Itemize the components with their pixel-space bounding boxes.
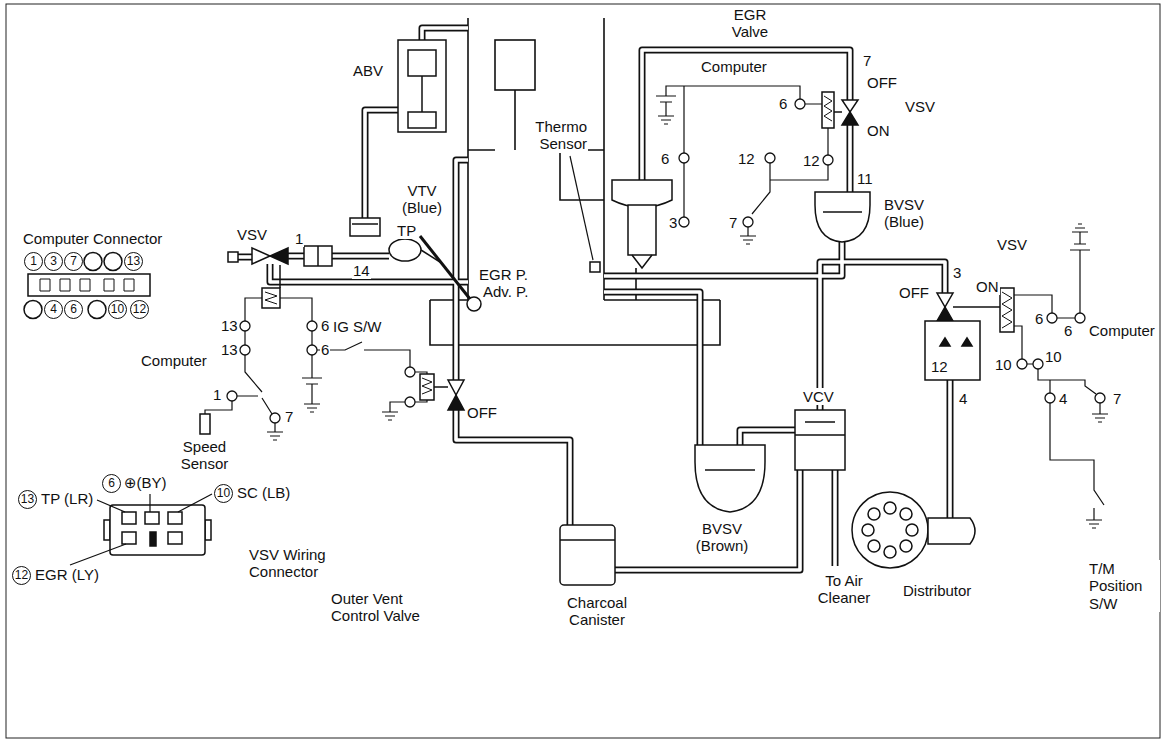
pin-number: 3 <box>44 252 63 271</box>
part-label: Distributor <box>902 582 972 599</box>
part-label: VSV <box>236 226 268 243</box>
pin-number: 7 <box>284 408 294 425</box>
part-label: Computer Connector <box>22 230 163 247</box>
pin-number: 4 <box>1058 390 1068 407</box>
pin-number: 6 <box>1034 310 1044 327</box>
part-label: ⊕(BY) <box>123 474 168 491</box>
part-label: T/M Position S/W <box>1088 560 1160 612</box>
part-label: Speed Sensor <box>176 438 233 473</box>
pin-number: 4 <box>44 300 63 319</box>
pin-number: 6 <box>102 474 121 493</box>
pin-number: 10 <box>994 356 1013 373</box>
carburetor-engine <box>430 18 720 345</box>
vacuum-hose-inner <box>238 28 950 570</box>
pin-number: 7 <box>64 252 83 271</box>
part-label: To Air Cleaner <box>812 572 876 607</box>
pin-number: 13 <box>18 490 37 509</box>
pin-number: 10 <box>1044 348 1063 365</box>
components <box>24 40 1014 585</box>
part-label: EGR P. <box>478 266 529 283</box>
part-label: Thermo Sensor <box>520 118 588 153</box>
part-label: OFF <box>466 404 498 421</box>
part-label: VSV <box>904 98 936 115</box>
part-label: TP (LR) <box>40 490 94 507</box>
part-label: Computer <box>1088 322 1156 339</box>
part-label: Computer <box>700 58 768 75</box>
part-label: EGR Valve <box>722 6 778 41</box>
pin-number: 7 <box>728 214 738 231</box>
pin-number: 12 <box>802 152 821 169</box>
pin-number: 6 <box>778 95 788 112</box>
part-label: ABV <box>352 62 384 79</box>
pin-number: 7 <box>1112 390 1122 407</box>
terminal-circles <box>227 99 1105 423</box>
part-label: VCV <box>802 388 835 405</box>
pin-number: 1 <box>24 252 43 271</box>
part-label: TP <box>396 222 417 239</box>
pin-number: 12 <box>737 150 756 167</box>
part-label: OFF <box>898 284 930 301</box>
pin-number: 10 <box>108 300 127 319</box>
part-label: EGR (LY) <box>34 566 100 583</box>
part-label: IG S/W <box>332 318 382 335</box>
pin-number: 13 <box>220 317 239 334</box>
pin-number: 10 <box>214 484 233 503</box>
part-label: Adv. P. <box>482 283 529 300</box>
part-label: Computer <box>140 352 208 369</box>
pin-number: 1 <box>294 230 304 247</box>
vacuum-hose-outline <box>238 28 950 570</box>
pin-number: 4 <box>958 390 968 407</box>
frame <box>6 4 1160 738</box>
part-label: VTV (Blue) <box>398 182 446 217</box>
part-label: SC (LB) <box>236 484 291 501</box>
pin-number: 14 <box>352 262 371 279</box>
pin-number: 13 <box>124 252 143 271</box>
pin-number: 11 <box>856 170 874 187</box>
pin-number: 6 <box>320 317 330 334</box>
part-label: VSV Wiring Connector <box>248 546 342 581</box>
part-label: ON <box>866 122 891 139</box>
pin-number: 12 <box>930 358 949 375</box>
pin-number: 6 <box>1063 322 1073 339</box>
pin-number: 12 <box>130 300 149 319</box>
pin-number: 13 <box>220 341 239 358</box>
part-label: BVSV (Brown) <box>690 520 754 555</box>
pin-number: 12 <box>12 566 31 585</box>
pin-number: 6 <box>320 341 330 358</box>
part-label: OFF <box>866 74 898 91</box>
pin-number: 1 <box>212 386 222 403</box>
part-label: Outer Vent Control Valve <box>330 590 442 625</box>
pin-number: 3 <box>668 214 678 231</box>
wiring <box>70 86 1108 565</box>
part-label: ON <box>975 278 1000 295</box>
pin-number: 7 <box>862 52 872 69</box>
pin-number: 6 <box>660 150 670 167</box>
part-label: VSV <box>996 236 1028 253</box>
part-label: BVSV (Blue) <box>878 196 930 231</box>
pin-number: 6 <box>64 300 83 319</box>
part-label: Charcoal Canister <box>556 594 638 629</box>
pin-number: 3 <box>952 264 962 281</box>
